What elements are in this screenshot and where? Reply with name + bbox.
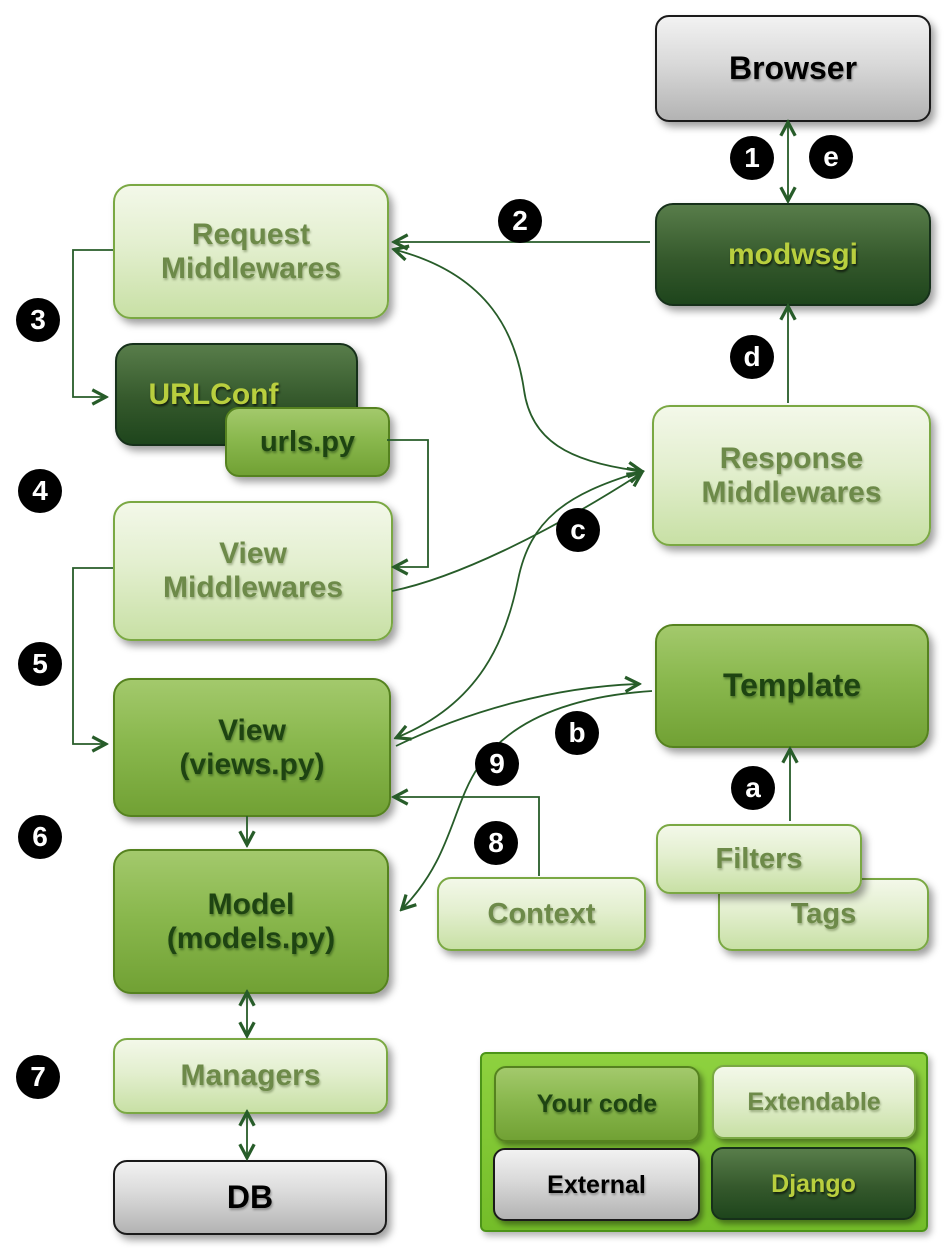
- node-filters: Filters: [656, 824, 862, 894]
- edge-view-mw-to-view: [72, 567, 113, 744]
- node-db: DB: [113, 1160, 387, 1235]
- step-badge-5: 5: [18, 642, 62, 686]
- step-badge-3: 3: [16, 298, 60, 342]
- step-badge-e: e: [809, 135, 853, 179]
- legend-external: External: [493, 1148, 700, 1221]
- node-browser: Browser: [655, 15, 931, 122]
- node-template: Template: [655, 624, 929, 748]
- node-model: Model (models.py): [113, 849, 389, 994]
- edge-request-mw-response-mw-curve: [396, 250, 640, 471]
- edge-view-to-template-curve: [395, 684, 637, 747]
- edge-template-to-model-curve: [403, 690, 653, 908]
- step-badge-a: a: [731, 766, 775, 810]
- step-badge-6: 6: [18, 815, 62, 859]
- edge-context-to-view: [396, 797, 540, 876]
- step-badge-b: b: [555, 711, 599, 755]
- step-badge-7: 7: [16, 1055, 60, 1099]
- node-managers: Managers: [113, 1038, 388, 1114]
- node-request-middlewares: Request Middlewares: [113, 184, 389, 319]
- node-urls-py: urls.py: [225, 407, 390, 477]
- node-modwsgi: modwsgi: [655, 203, 931, 306]
- step-badge-8: 8: [474, 821, 518, 865]
- edge-view-response-mw-curve: [398, 472, 640, 737]
- node-view-middlewares: View Middlewares: [113, 501, 393, 641]
- step-badge-4: 4: [18, 469, 62, 513]
- edge-urlspy-to-view-mw: [387, 439, 429, 567]
- step-badge-d: d: [730, 335, 774, 379]
- legend-panel: Your code Extendable External Django: [480, 1052, 928, 1232]
- node-response-middlewares: Response Middlewares: [652, 405, 931, 546]
- edge-view-mw-to-response-mw-curve: [391, 474, 640, 592]
- step-badge-2: 2: [498, 199, 542, 243]
- step-badge-c: c: [556, 508, 600, 552]
- legend-your-code: Your code: [494, 1066, 700, 1142]
- step-badge-1: 1: [730, 136, 774, 180]
- step-badge-9: 9: [475, 742, 519, 786]
- edge-request-mw-to-urlconf: [72, 249, 113, 397]
- legend-extendable: Extendable: [712, 1065, 916, 1139]
- node-view: View (views.py): [113, 678, 391, 817]
- node-context: Context: [437, 877, 646, 951]
- legend-django: Django: [711, 1147, 916, 1220]
